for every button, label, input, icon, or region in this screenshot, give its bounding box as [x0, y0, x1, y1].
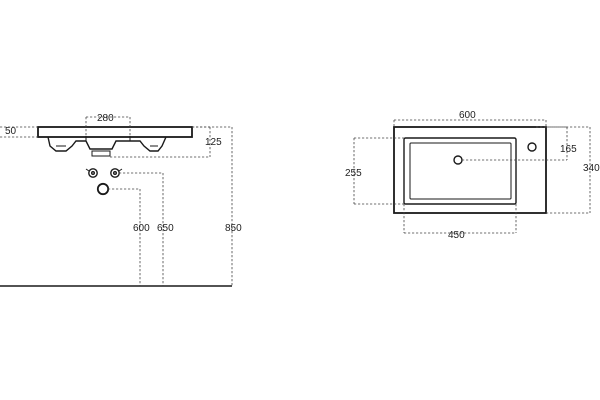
dim-label-125: 125	[205, 137, 222, 148]
valve-left-handle	[85, 168, 90, 172]
bowl-inner	[409, 142, 512, 200]
side-view: 50 280 125 600 650 850	[0, 113, 242, 287]
waste-trap	[96, 182, 110, 196]
valve-left-core	[90, 170, 95, 175]
bowl-underside	[47, 136, 167, 152]
dim-label-50: 50	[5, 126, 17, 137]
dim-label-255: 255	[345, 168, 362, 179]
dim-label-340: 340	[583, 163, 600, 174]
bowl-outer	[403, 137, 517, 205]
basin-deck	[37, 126, 193, 138]
dim-label-600-top: 600	[459, 110, 476, 121]
drain-icon	[453, 155, 463, 165]
valve-left	[88, 168, 98, 178]
valve-right-core	[112, 170, 117, 175]
plumbing-connections	[85, 168, 123, 196]
basin-side-profile	[37, 126, 193, 157]
dim-label-280: 280	[97, 113, 114, 124]
top-view: 600 450 255 165 340	[345, 110, 600, 241]
valve-right	[110, 168, 120, 178]
valve-right-handle	[118, 168, 123, 172]
dim-label-600-side: 600	[133, 223, 150, 234]
waste-outlet	[91, 150, 111, 157]
tap-hole-icon	[527, 142, 537, 152]
basin-outline	[393, 126, 547, 214]
dim-label-450: 450	[448, 230, 465, 241]
dim-label-850: 850	[225, 223, 242, 234]
dim-label-165: 165	[560, 144, 577, 155]
dim-label-650: 650	[157, 223, 174, 234]
